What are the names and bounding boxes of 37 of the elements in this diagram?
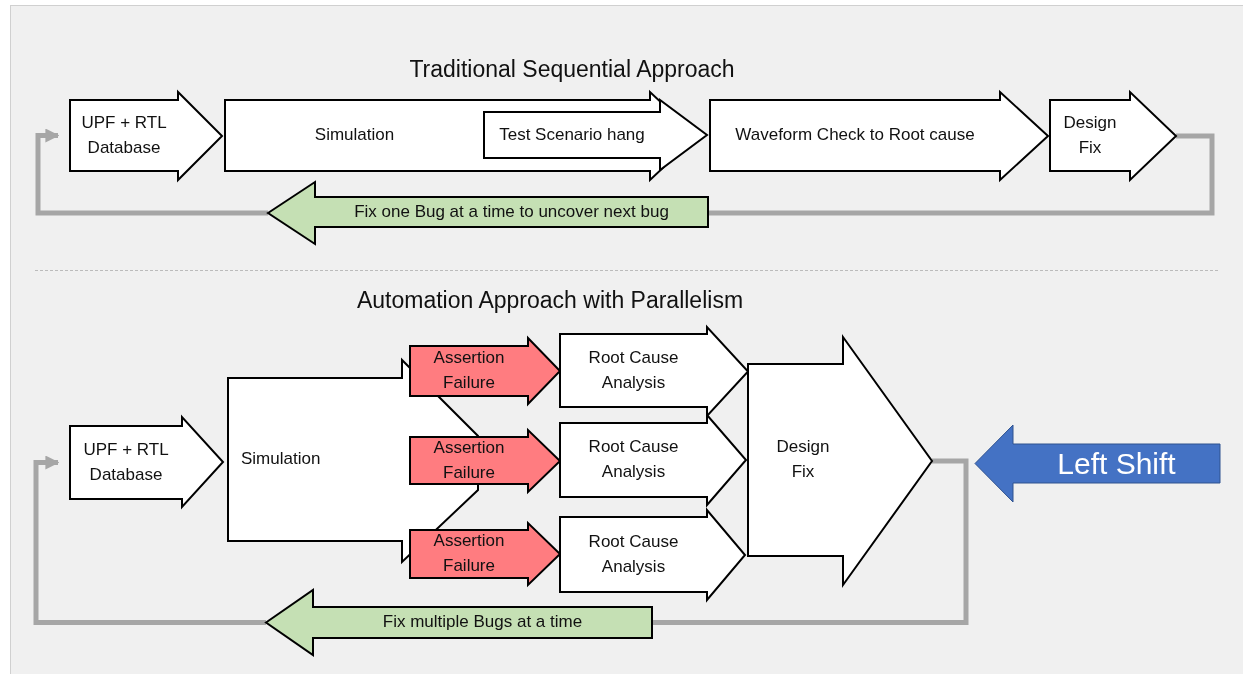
feedback-banner xyxy=(266,590,652,655)
arrow-text: Assertion Failure xyxy=(432,437,506,484)
process-step xyxy=(410,430,560,492)
arrow-text: Design Fix xyxy=(775,436,831,483)
process-step xyxy=(70,417,223,507)
arrow-text: Assertion Failure xyxy=(432,347,506,394)
arrow-text: Left Shift xyxy=(1056,445,1177,482)
feedback-line xyxy=(652,458,969,625)
arrow-text: Fix one Bug at a time to uncover next bug xyxy=(353,200,670,223)
arrow-text: Root Cause Analysis xyxy=(587,530,680,578)
feedback-arrow xyxy=(33,455,266,625)
process-step xyxy=(710,92,1048,180)
arrow-text: Assertion Failure xyxy=(432,530,506,577)
process-step xyxy=(410,523,560,585)
arrow-text: UPF + RTL Database xyxy=(80,111,168,159)
feedback-arrow xyxy=(35,128,268,216)
arrow-text: Simulation xyxy=(240,448,322,471)
process-step xyxy=(560,510,745,600)
process-step xyxy=(70,92,222,180)
arrow-text: UPF + RTL Database xyxy=(82,438,170,486)
feedback-line xyxy=(708,133,1215,216)
process-step xyxy=(560,327,748,416)
arrow-text: Root Cause Analysis xyxy=(587,346,680,394)
arrow-text: Root Cause Analysis xyxy=(587,436,680,483)
process-step xyxy=(410,338,560,404)
section-heading: Traditional Sequential Approach xyxy=(409,56,735,83)
feedback-banner xyxy=(975,425,1220,502)
process-step xyxy=(1050,92,1176,180)
arrow-text: Simulation xyxy=(313,124,396,147)
feedback-banner xyxy=(268,182,708,244)
arrow-text: Fix multiple Bugs at a time xyxy=(381,611,584,634)
arrow-text: Design Fix xyxy=(1062,111,1118,159)
process-step xyxy=(560,415,746,505)
section-heading: Automation Approach with Parallelism xyxy=(356,287,744,314)
arrow-text: Waveform Check to Root cause xyxy=(734,124,976,147)
process-step xyxy=(748,337,932,585)
arrow-text: Test Scenario hang xyxy=(498,123,646,146)
